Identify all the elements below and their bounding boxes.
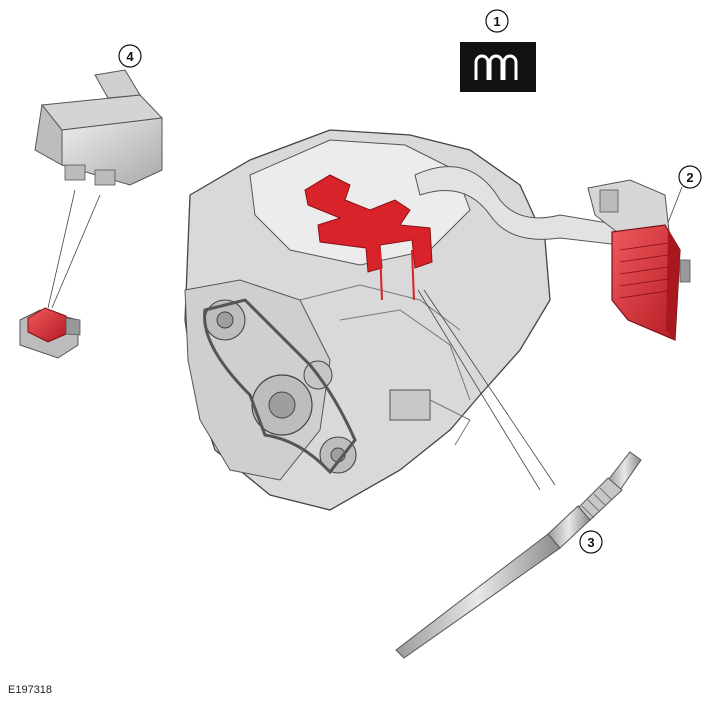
callout-3: 3 <box>579 530 603 554</box>
glow-plug-control-module <box>611 224 691 341</box>
callout-4-label: 4 <box>126 49 134 64</box>
diesel-engine-assembly <box>184 129 621 511</box>
glow-plug-harness-highlight <box>304 174 433 301</box>
glow-plug-coil-icon <box>460 42 536 92</box>
callout-4: 4 <box>118 44 142 68</box>
relay-location-highlight <box>19 307 81 359</box>
leader-lines-4 <box>47 189 101 309</box>
callout-1: 1 <box>485 9 509 33</box>
callout-2-label: 2 <box>686 170 693 185</box>
callout-2: 2 <box>678 165 702 189</box>
figure-reference-id: E197318 <box>8 684 52 696</box>
glow-plug-module-relay <box>34 69 164 186</box>
callout-3-label: 3 <box>587 535 594 550</box>
callout-1-label: 1 <box>493 14 500 29</box>
glow-plug <box>395 451 642 659</box>
leader-lines-3 <box>417 289 556 491</box>
